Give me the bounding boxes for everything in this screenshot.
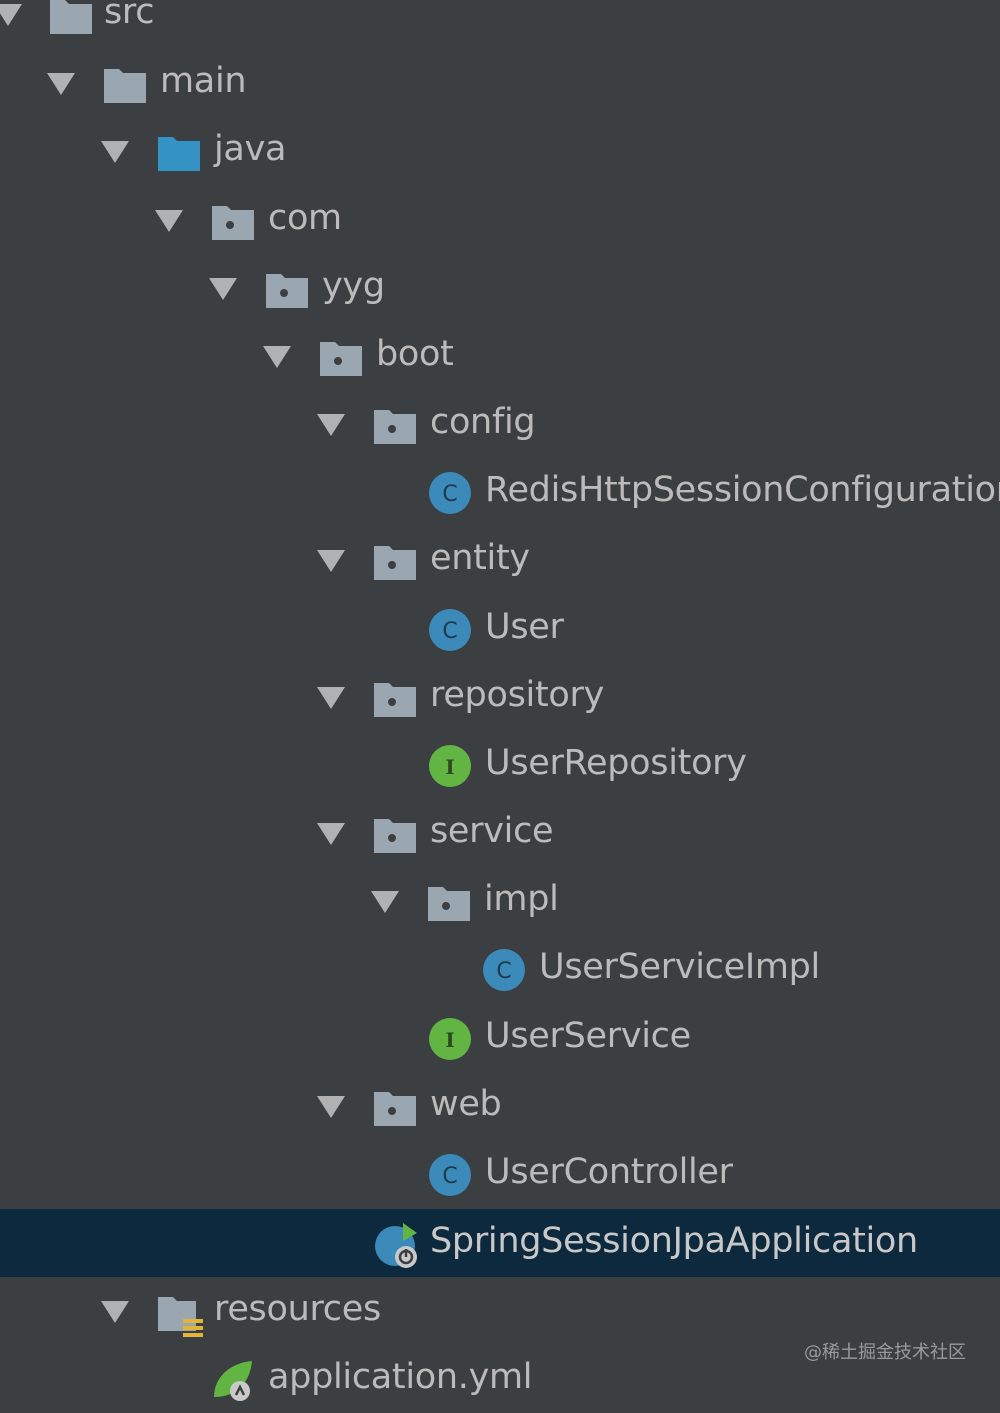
tree-node-user-service-impl[interactable]: C UserServiceImpl [0,935,1000,1003]
watermark: @稀土掘金技术社区 [804,1342,966,1363]
svg-text:I: I [445,755,454,779]
tree-node-resources[interactable]: resources [0,1277,1000,1345]
tree-node-repository[interactable]: repository [0,663,1000,731]
tree-node-label: RedisHttpSessionConfiguration [485,470,1000,510]
tree-node-label: boot [376,334,454,374]
expand-arrow-icon[interactable] [317,1096,345,1118]
package-icon [426,879,472,925]
package-icon [264,266,310,312]
tree-node-label: web [430,1084,502,1124]
tree-node-label: application.yml [268,1357,533,1397]
tree-node-src[interactable]: src [0,0,1000,48]
source-folder-icon [156,129,202,175]
expand-arrow-icon[interactable] [263,346,291,368]
folder-icon [48,0,94,38]
svg-text:I: I [445,1028,454,1052]
tree-node-label: entity [430,538,530,578]
tree-node-config[interactable]: config [0,390,1000,458]
tree-node-spring-session-jpa-application[interactable]: SpringSessionJpaApplication [0,1209,1000,1277]
package-icon [372,538,418,584]
expand-arrow-icon[interactable] [47,73,75,95]
tree-node-label: UserRepository [485,743,747,783]
expand-arrow-icon[interactable] [371,891,399,913]
expand-arrow-icon[interactable] [317,414,345,436]
folder-icon [102,61,148,107]
tree-node-label: UserService [485,1016,691,1056]
tree-node-label: com [268,198,342,238]
expand-arrow-icon[interactable] [317,550,345,572]
package-icon [372,1084,418,1130]
tree-node-yyg[interactable]: yyg [0,254,1000,322]
expand-arrow-icon[interactable] [317,823,345,845]
tree-node-com[interactable]: com [0,186,1000,254]
tree-node-entity[interactable]: entity [0,526,1000,594]
expand-arrow-icon[interactable] [317,687,345,709]
tree-node-impl[interactable]: impl [0,867,1000,935]
package-icon [372,811,418,857]
tree-node-user[interactable]: C User [0,595,1000,663]
resources-folder-icon [156,1289,203,1337]
tree-node-user-repository[interactable]: I UserRepository [0,731,1000,799]
tree-node-label: java [214,129,287,169]
tree-node-label: service [430,811,554,851]
tree-node-boot[interactable]: boot [0,322,1000,390]
spring-boot-class-icon [373,1221,419,1268]
svg-text:C: C [442,482,457,507]
tree-node-label: yyg [322,266,385,306]
tree-node-application-yml[interactable]: application.yml [0,1345,1000,1413]
tree-node-label: config [430,402,536,442]
package-icon [318,334,364,380]
svg-text:C: C [442,619,457,644]
class-icon: C [427,470,473,516]
tree-node-label: src [104,0,155,32]
tree-node-label: UserController [485,1152,733,1192]
tree-node-web[interactable]: web [0,1072,1000,1140]
expand-arrow-icon[interactable] [155,210,183,232]
tree-node-label: repository [430,675,604,715]
expand-arrow-icon[interactable] [101,1301,129,1323]
tree-node-user-controller[interactable]: C UserController [0,1140,1000,1208]
tree-node-redis-http-session-configuration[interactable]: C RedisHttpSessionConfiguration [0,458,1000,526]
svg-text:C: C [442,1164,457,1189]
class-icon: C [427,607,473,653]
svg-text:C: C [496,959,511,984]
class-icon: C [481,947,527,993]
interface-icon: I [427,1016,473,1062]
tree-node-java[interactable]: java [0,117,1000,185]
package-icon [372,402,418,448]
tree-node-label: UserServiceImpl [539,947,820,987]
expand-arrow-icon[interactable] [0,4,22,26]
tree-node-label: User [485,607,564,647]
tree-node-main[interactable]: main [0,49,1000,117]
package-icon [210,198,256,244]
tree-node-label: resources [214,1289,381,1329]
expand-arrow-icon[interactable] [209,278,237,300]
tree-node-service[interactable]: service [0,799,1000,867]
interface-icon: I [427,743,473,789]
expand-arrow-icon[interactable] [101,141,129,163]
tree-node-label: impl [484,879,559,919]
tree-node-label: SpringSessionJpaApplication [430,1221,918,1261]
class-icon: C [427,1152,473,1198]
spring-config-file-icon [210,1357,256,1403]
tree-node-label: main [160,61,247,101]
tree-node-user-service[interactable]: I UserService [0,1004,1000,1072]
package-icon [372,675,418,721]
